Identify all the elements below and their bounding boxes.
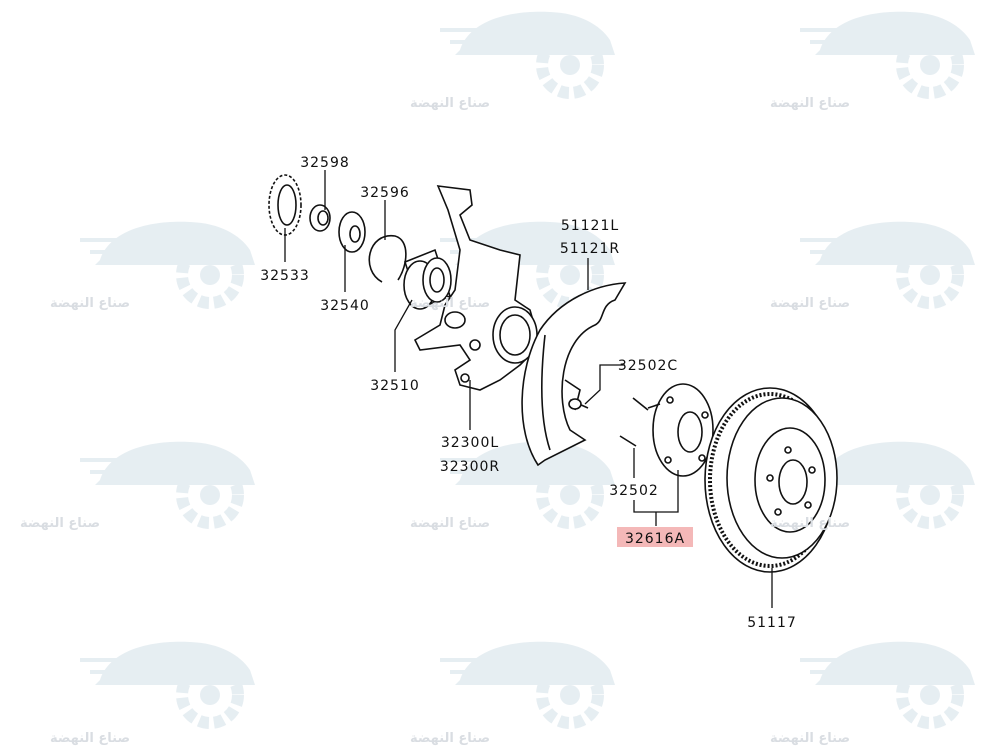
label-32533[interactable]: 32533 [260,268,310,284]
label-51117[interactable]: 51117 [747,615,797,631]
part-51117-brake-disc [704,387,838,573]
label-32300R[interactable]: 32300R [440,459,500,475]
svg-text:صناع النهضة: صناع النهضة [770,96,850,111]
label-32540[interactable]: 32540 [320,298,370,314]
svg-text:صناع النهضة: صناع النهضة [20,516,100,531]
part-51121-dust-shield [521,282,627,467]
leader-lines [284,170,773,608]
label-32596[interactable]: 32596 [360,185,410,201]
svg-text:صناع النهضة: صناع النهضة [410,296,490,311]
label-32510[interactable]: 32510 [370,378,420,394]
svg-text:صناع النهضة: صناع النهضة [770,516,850,531]
svg-text:صناع النهضة: صناع النهضة [410,731,490,746]
svg-text:صناع النهضة: صناع النهضة [50,731,130,746]
label-32598[interactable]: 32598 [300,155,350,171]
part-32510-bearing [403,248,452,310]
part-32540-washer [338,211,366,253]
part-32616A-hub [647,383,714,477]
label-51121R[interactable]: 51121R [560,241,620,257]
svg-text:صناع النهضة: صناع النهضة [770,296,850,311]
label-32502C[interactable]: 32502C [618,358,678,374]
label-32300L[interactable]: 32300L [441,435,499,451]
svg-text:صناع النهضة: صناع النهضة [50,296,130,311]
highlight-32616A [617,527,693,547]
label-32616A[interactable]: 32616A [625,531,685,547]
watermark-texts: صناع النهضة صناع النهضة صناع النهضة صناع… [20,96,850,746]
svg-text:صناع النهضة: صناع النهضة [410,96,490,111]
part-32598-nut [309,204,331,232]
svg-text:صناع النهضة: صناع النهضة [770,731,850,746]
part-32596-snap-ring [368,235,407,283]
svg-text:صناع النهضة: صناع النهضة [410,516,490,531]
part-32502-hub-bolt [619,397,649,447]
part-32533-tone-ring [268,174,302,236]
label-32502[interactable]: 32502 [609,483,659,499]
part-32502C-bolt [568,398,589,410]
label-51121L[interactable]: 51121L [561,218,619,234]
